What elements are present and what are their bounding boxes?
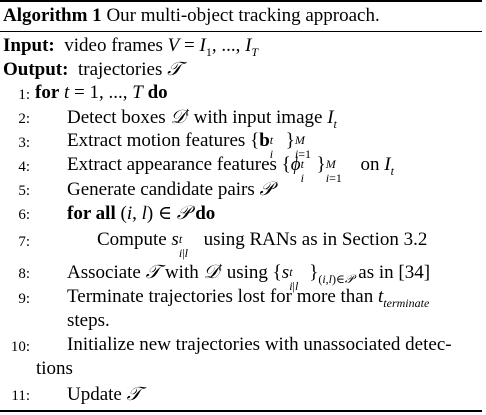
step-number: 6: bbox=[18, 207, 30, 223]
top-rule bbox=[0, 0, 482, 2]
step-text-continued: tions bbox=[36, 358, 73, 379]
step-number: 11: bbox=[11, 388, 30, 404]
step-text: Detect boxes 𝒟t with input image It bbox=[67, 104, 337, 131]
step-number: 9: bbox=[18, 291, 30, 307]
step-text: Initialize new trajectories with unassoc… bbox=[67, 334, 452, 355]
step-text: Generate candidate pairs 𝒫 bbox=[67, 178, 274, 200]
step-text: Update 𝒯 bbox=[67, 383, 142, 405]
step-number: 8: bbox=[18, 266, 30, 282]
output-keyword: Output: bbox=[3, 59, 69, 80]
bottom-rule bbox=[0, 410, 482, 412]
step-number: 5: bbox=[18, 183, 30, 199]
output-text: trajectories 𝒯 bbox=[73, 58, 182, 80]
step-number: 4: bbox=[18, 159, 30, 175]
do-keyword: do bbox=[195, 203, 216, 224]
for-all-keyword: for all bbox=[67, 203, 116, 224]
caption-rule bbox=[0, 31, 482, 32]
for-keyword: for bbox=[35, 82, 60, 103]
input-keyword: Input: bbox=[3, 35, 55, 56]
algorithm-caption: Algorithm 1 Our multi-object tracking ap… bbox=[3, 4, 380, 28]
do-keyword: do bbox=[147, 82, 168, 103]
caption-title: Our multi-object tracking approach. bbox=[106, 5, 380, 26]
step-number: 3: bbox=[18, 135, 30, 151]
step-number: 10: bbox=[10, 339, 30, 355]
step-number: 2: bbox=[18, 111, 30, 127]
caption-label: Algorithm 1 bbox=[3, 5, 102, 26]
output-line: Output: trajectories 𝒯 bbox=[3, 57, 182, 82]
input-line: Input: video frames V = I1, ..., IT bbox=[3, 34, 258, 58]
step-number: 7: bbox=[18, 234, 30, 250]
terminate-subscript: terminate bbox=[383, 295, 430, 310]
step-number: 1: bbox=[18, 87, 30, 103]
input-text: video frames V = I1, ..., IT bbox=[59, 35, 259, 59]
step-text: Terminate trajectories lost for more tha… bbox=[67, 286, 430, 310]
step-text-continued: steps. bbox=[67, 310, 110, 331]
